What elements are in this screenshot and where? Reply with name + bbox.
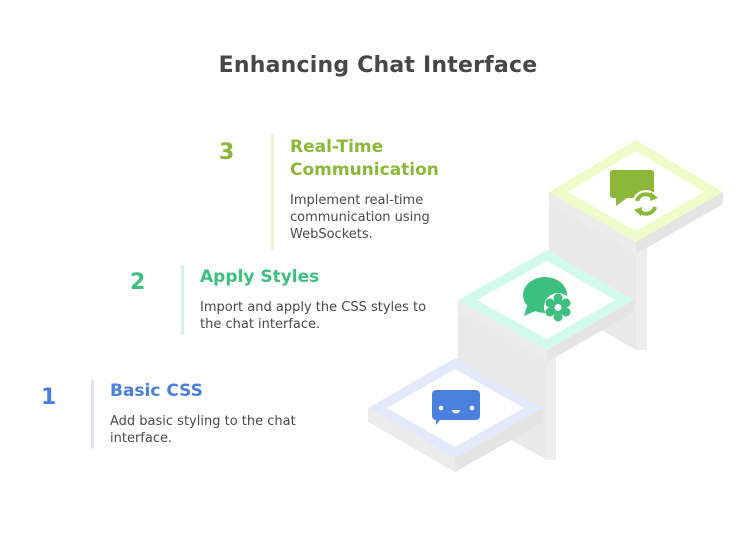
step-2-number: 2	[130, 270, 146, 295]
step-2-divider	[181, 265, 184, 335]
step-3-title: Real-Time Communication	[290, 137, 439, 180]
chat-gear-icon	[523, 277, 572, 322]
step-1-description: Add basic styling to the chat interface.	[110, 414, 296, 446]
step-1-text: Basic CSS Add basic styling to the chat …	[110, 380, 340, 447]
step-1-divider	[91, 379, 94, 449]
step-3-divider	[271, 133, 274, 251]
step-1-block	[368, 408, 543, 472]
step-2-text: Apply Styles Import and apply the CSS st…	[200, 266, 450, 333]
step-2-title: Apply Styles	[200, 267, 320, 287]
step-3-text: Real-Time Communication Implement real-t…	[290, 136, 465, 243]
diagram-title: Enhancing Chat Interface	[218, 53, 538, 78]
step-1-number: 1	[41, 385, 57, 410]
chat-smiley-icon	[432, 390, 480, 425]
step-2-description: Import and apply the CSS styles to the c…	[200, 300, 427, 332]
step-3-description: Implement real-time communication using …	[290, 193, 430, 242]
chat-sync-icon	[610, 170, 660, 218]
step-1-title: Basic CSS	[110, 381, 203, 401]
step-3-number: 3	[219, 140, 235, 165]
